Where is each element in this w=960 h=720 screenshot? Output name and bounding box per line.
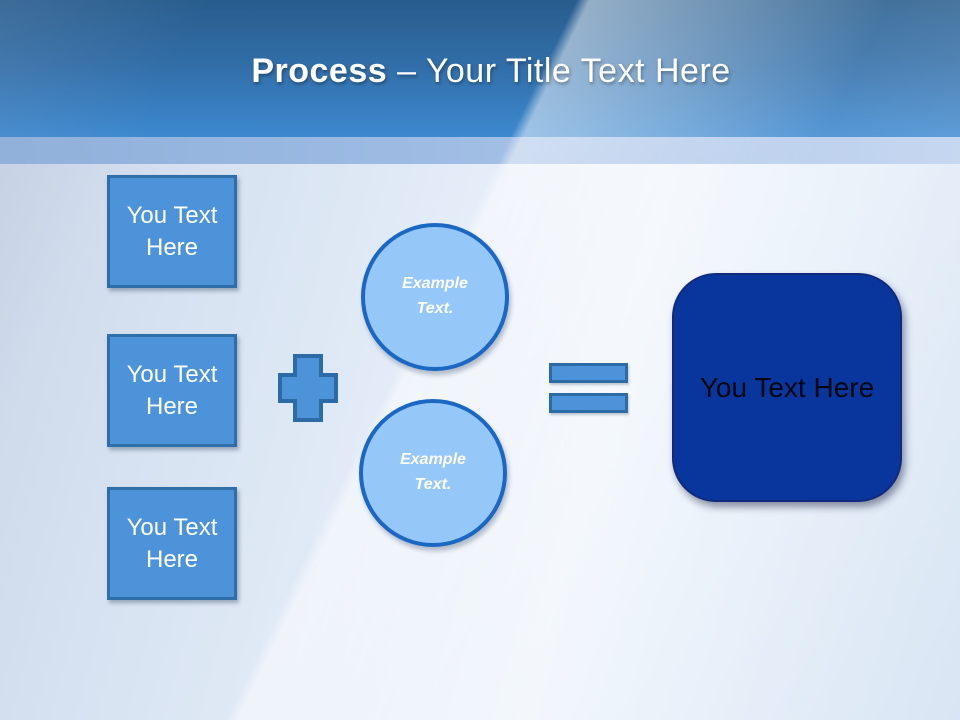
plus-icon [277, 353, 339, 423]
result-box-label: You Text Here [699, 371, 875, 403]
input-box-3-label: You Text Here [126, 513, 218, 573]
slide-title: Process – Your Title Text Here [11, 52, 960, 91]
header-band [0, 0, 960, 137]
equals-bar-top [549, 363, 628, 383]
equals-icon [549, 363, 628, 413]
input-box-1-label: You Text Here [126, 201, 218, 261]
example-circle-1-label: Example Text. [402, 275, 468, 317]
input-box-2-label: You Text Here [126, 360, 218, 420]
input-box-2: You Text Here [107, 334, 237, 447]
example-circle-2: Example Text. [359, 399, 507, 547]
input-box-3: You Text Here [107, 487, 237, 600]
slide-title-keyword: Process [251, 52, 388, 90]
example-circle-2-label: Example Text. [400, 451, 466, 493]
input-box-1: You Text Here [107, 175, 237, 288]
equals-bar-bottom [549, 393, 628, 413]
example-circle-1: Example Text. [361, 223, 509, 371]
header-strip [0, 137, 960, 164]
slide-title-rest: – Your Title Text Here [387, 52, 731, 90]
result-box: You Text Here [672, 273, 902, 502]
